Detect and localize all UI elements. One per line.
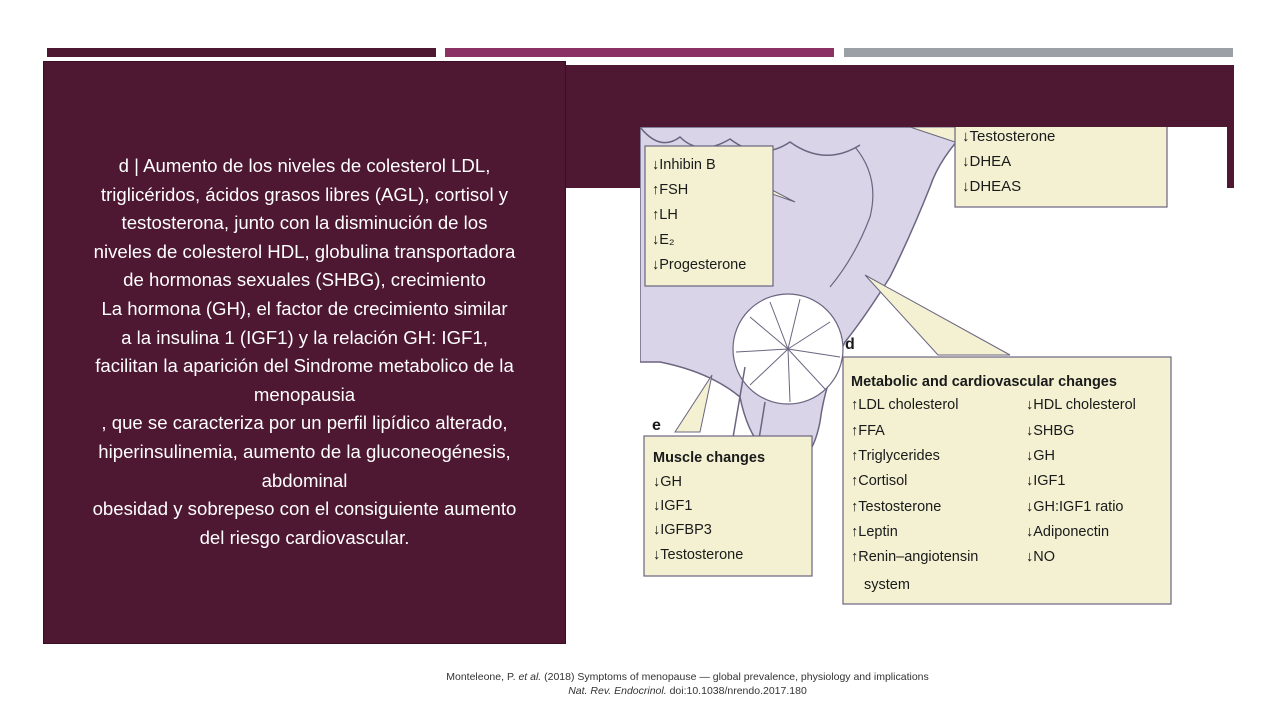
metabolic-right-item: ↓HDL cholesterol [1026,397,1136,413]
metabolic-right-item: ↓GH:IGF1 ratio [1026,499,1124,515]
panel-label-e: e [652,417,661,434]
menopause-figure: ↓Testosterone ↓DHEA ↓DHEAS ↓Inhibin B ↑F… [640,127,1227,607]
body-line: menopausia [253,383,356,405]
body-line: del riesgo cardiovascular. [199,526,410,548]
panel-label-d: d [845,336,855,353]
citation-et-al: et al. [518,671,542,683]
ovary-box-item: ↑LH [652,207,678,223]
metabolic-right-item: ↓IGF1 [1026,473,1065,489]
body-line: obesidad y sobrepeso con el consiguiente… [92,498,517,520]
top-box-item: ↓Testosterone [962,128,1055,145]
top-box-item: ↓DHEA [962,153,1011,170]
hormone-box-ovary: ↓Inhibin B ↑FSH ↑LH ↓E₂ ↓Progesterone [644,145,774,287]
body-line: facilitan la aparición del Sindrome meta… [95,355,514,377]
metabolic-left-item: ↑Cortisol [851,473,907,489]
body-line: a la insulina 1 (IGF1) y la relación GH:… [121,326,488,348]
metabolic-left-item: ↑Triglycerides [851,448,940,464]
accent-bar-magenta [445,48,834,57]
citation: Monteleone, P. et al. (2018) Symptoms of… [330,670,1045,698]
citation-title: (2018) Symptoms of menopause — global pr… [541,671,929,683]
metabolic-right-item: ↓NO [1026,549,1055,565]
body-line: triglicéridos, ácidos grasos libres (AGL… [100,183,509,205]
hormone-box-top: ↓Testosterone ↓DHEA ↓DHEAS [954,127,1168,208]
metabolic-changes-box: Metabolic and cardiovascular changes ↑LD… [842,356,1172,605]
body-line: hiperinsulinemia, aumento de la gluconeo… [98,440,511,462]
ovary-box-item: ↓E₂ [652,232,675,248]
metabolic-left-item: ↑Testosterone [851,499,941,515]
metabolic-left-item: system [864,577,910,593]
citation-journal: Nat. Rev. Endocrinol. [568,685,667,697]
metabolic-right-item: ↓SHBG [1026,423,1074,439]
body-line: La hormona (GH), el factor de crecimient… [101,297,508,319]
muscle-item: ↓IGF1 [653,498,692,514]
metabolic-left-item: ↑LDL cholesterol [851,397,958,413]
metabolic-left-item: ↑Renin–angiotensin [851,549,978,565]
accent-bar-dark [47,48,436,57]
metabolic-right-item: ↓GH [1026,448,1055,464]
body-line: de hormonas sexuales (SHBG), crecimiento [123,269,486,291]
body-line: niveles de colesterol HDL, globulina tra… [93,240,516,262]
citation-line-1: Monteleone, P. et al. (2018) Symptoms of… [330,670,1045,684]
metabolic-right-item: ↓Adiponectin [1026,524,1109,540]
body-line: d | Aumento de los niveles de colesterol… [118,155,491,176]
ovary-box-item: ↓Inhibin B [652,157,716,173]
accent-bar-gray [844,48,1233,57]
muscle-item: ↓IGFBP3 [653,522,712,538]
muscle-item: ↓Testosterone [653,547,743,563]
ovary-box-item: ↑FSH [652,182,688,198]
text-panel: d | Aumento de los niveles de colesterol… [43,61,566,644]
muscle-item: ↓GH [653,474,682,490]
citation-doi: doi:10.1038/nrendo.2017.180 [666,685,807,697]
ovary-box-item: ↓Progesterone [652,257,746,273]
muscle-title: Muscle changes [653,450,765,466]
citation-line-2: Nat. Rev. Endocrinol. doi:10.1038/nrendo… [330,684,1045,698]
metabolic-left-item: ↑Leptin [851,524,898,540]
citation-authors: Monteleone, P. [446,671,519,683]
body-line: testosterona, junto con la disminución d… [121,212,488,234]
muscle-changes-box: Muscle changes ↓GH ↓IGF1 ↓IGFBP3 ↓Testos… [643,435,813,577]
metabolic-title: Metabolic and cardiovascular changes [851,374,1117,390]
top-box-item: ↓DHEAS [962,178,1021,195]
figure-svg: ↓Testosterone ↓DHEA ↓DHEAS ↓Inhibin B ↑F… [640,127,1172,605]
body-line: , que se caracteriza por un perfil lipíd… [101,412,508,434]
metabolic-left-item: ↑FFA [851,423,885,439]
body-line: abdominal [261,469,348,491]
body-text: d | Aumento de los niveles de colesterol… [52,152,557,552]
